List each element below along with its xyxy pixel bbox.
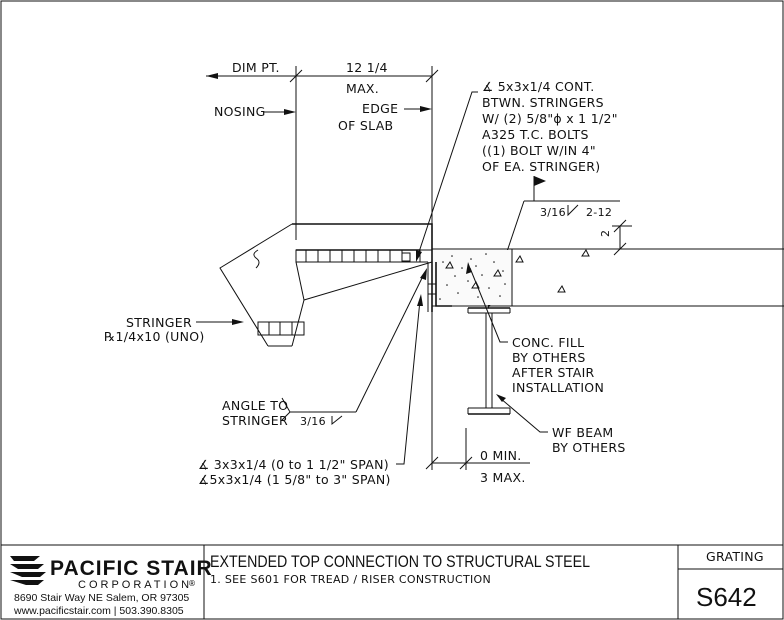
angle-to-stringer-line-2: STRINGER	[222, 413, 288, 428]
company-logo: PACIFIC STAIR CORPORATION ®	[10, 556, 213, 591]
weld-top-size: 3/16	[540, 206, 566, 219]
gap-min-label: 0 MIN.	[480, 448, 522, 463]
gap-dimension: 0 MIN. 3 MAX.	[425, 312, 530, 485]
dim-12-1-4-label: 12 1/4	[346, 60, 388, 75]
dim-pt-label: DIM PT.	[232, 60, 280, 75]
company-sub: CORPORATION	[78, 579, 192, 591]
of-slab-label: OF SLAB	[338, 118, 393, 133]
sheet-number: S642	[696, 582, 757, 612]
slab-dimension: 2	[599, 219, 632, 256]
company-contact: www.pacificstair.com | 503.390.8305	[13, 605, 184, 617]
break-line-icon	[253, 249, 260, 269]
angle-note-line-4: A325 T.C. BOLTS	[482, 127, 589, 142]
company-address: 8690 Stair Way NE Salem, OR 97305	[14, 592, 189, 604]
stringer-label: STRINGER	[126, 315, 192, 330]
angle-span-line-2: ∡5x3x1/4 (1 5/8" to 3" SPAN)	[198, 472, 391, 487]
angle-span-line-1: ∡ 3x3x1/4 (0 to 1 1/2" SPAN)	[198, 457, 389, 472]
bolt-icon	[401, 252, 411, 262]
category-label: GRATING	[706, 549, 764, 564]
registered-mark: ®	[188, 579, 196, 588]
edge-of-slab-callout: EDGE OF SLAB	[338, 101, 432, 133]
angle-note-line-3: W/ (2) 5/8"ϕ x 1 1/2"	[482, 111, 618, 126]
wf-beam-line-2: BY OTHERS	[552, 440, 626, 455]
concrete-slab	[431, 248, 784, 307]
stringer-size-label: ℞1/4x10 (UNO)	[104, 329, 205, 344]
angle-to-stringer-line-1: ANGLE TO	[222, 398, 288, 413]
conc-fill-note: CONC. FILL BY OTHERS AFTER STAIR INSTALL…	[466, 262, 604, 395]
wf-beam-note: WF BEAM BY OTHERS	[496, 394, 626, 455]
angle-note-line-2: BTWN. STRINGERS	[482, 95, 604, 110]
stringer-note: STRINGER ℞1/4x10 (UNO)	[104, 315, 244, 344]
conc-fill-line-1: CONC. FILL	[512, 335, 584, 350]
nosing-callout: NOSING	[214, 104, 296, 119]
nosing-label: NOSING	[214, 104, 266, 119]
angle-note-line-6: OF EA. STRINGER)	[482, 159, 600, 174]
edge-label: EDGE	[362, 101, 398, 116]
top-dimension: DIM PT. 12 1/4 MAX.	[206, 60, 439, 240]
connection-angle	[427, 262, 452, 307]
angle-to-stringer-note: ANGLE TO STRINGER 3/16	[222, 268, 427, 428]
conc-fill-line-4: INSTALLATION	[512, 380, 604, 395]
gap-max-label: 3 MAX.	[480, 470, 526, 485]
slab-dim-label: 2	[599, 230, 612, 237]
title-block: PACIFIC STAIR CORPORATION ® 8690 Stair W…	[1, 544, 783, 619]
conc-fill-line-2: BY OTHERS	[512, 350, 586, 365]
company-name: PACIFIC STAIR	[50, 557, 213, 580]
conc-fill-line-3: AFTER STAIR	[512, 365, 595, 380]
angle-spans-note: ∡ 3x3x1/4 (0 to 1 1/2" SPAN) ∡5x3x1/4 (1…	[198, 294, 423, 487]
wf-beam	[467, 307, 511, 415]
wf-beam-line-1: WF BEAM	[552, 425, 613, 440]
sheet-note: 1. SEE S601 FOR TREAD / RISER CONSTRUCTI…	[210, 573, 491, 586]
dim-max-label: MAX.	[346, 81, 379, 96]
angle-note-line-1: ∡ 5x3x1/4 CONT.	[482, 79, 595, 94]
stringer-plate	[219, 223, 433, 347]
weld-angle-size: 3/16	[300, 415, 326, 428]
weld-top-pitch: 2-12	[586, 206, 612, 219]
angle-continuous-note: ∡ 5x3x1/4 CONT. BTWN. STRINGERS W/ (2) 5…	[416, 79, 618, 262]
angle-note-line-5: ((1) BOLT W/IN 4"	[482, 143, 596, 158]
sheet-title: EXTENDED TOP CONNECTION TO STRUCTURAL ST…	[210, 552, 590, 571]
stair-logo-icon	[10, 556, 46, 585]
